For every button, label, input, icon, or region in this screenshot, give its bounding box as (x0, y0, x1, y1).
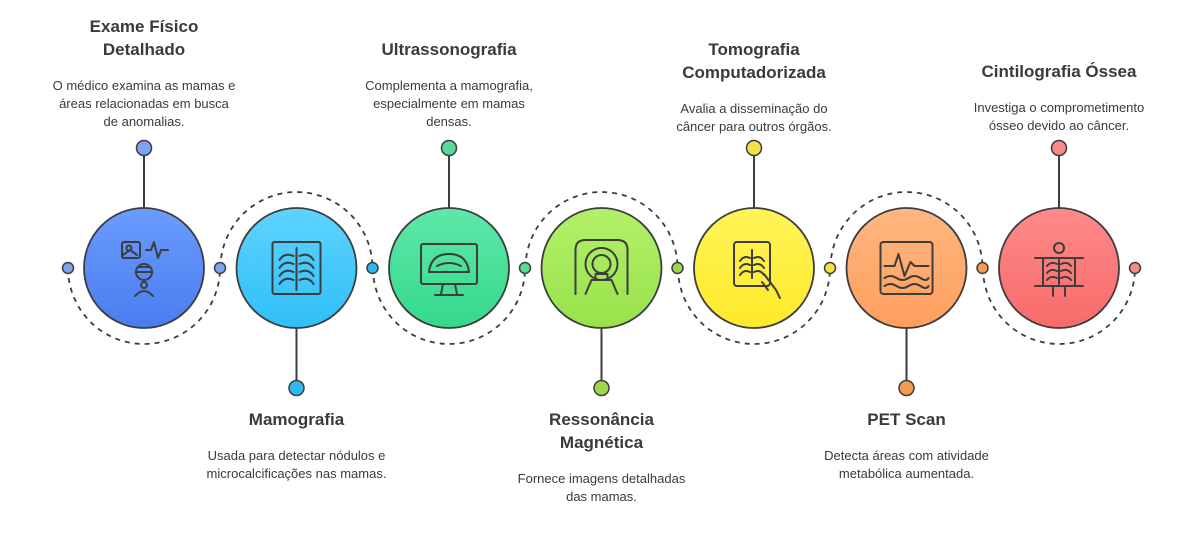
connector-joint-dot (61, 261, 75, 275)
step-end-dot (745, 139, 763, 157)
step-description-line: ósseo devido ao câncer. (988, 118, 1130, 133)
step-circle[interactable] (845, 207, 968, 329)
step-description: Investiga o comprometimento ósseo devido … (939, 99, 1179, 135)
dashed-connector-arc (219, 191, 374, 269)
step-description-line: Complementa a mamografia, (365, 78, 533, 93)
connector-joint-dot (671, 261, 684, 275)
step-end-dot (135, 139, 153, 157)
dashed-connector-arc (372, 267, 526, 345)
connector-joint-dot (976, 261, 989, 275)
step-description: O médico examina as mamas e áreas relacio… (24, 77, 264, 131)
step-description-line: microcalcificações nas mamas. (206, 466, 387, 481)
connector-joint-dot (366, 261, 379, 275)
step-description-line: metabólica aumentada. (838, 466, 975, 481)
step-description-line: Avalia a disseminação do (680, 101, 828, 116)
step-description: Avalia a disseminação do câncer para outr… (634, 100, 874, 136)
dashed-connector-arc (982, 267, 1136, 345)
step-description-line: áreas relacionadas em busca (59, 96, 229, 111)
step-circle[interactable] (388, 207, 510, 329)
step-title-line: Ultrassonografia (381, 40, 517, 59)
step-title-line: Magnética (559, 433, 644, 452)
connector-joint-dot (823, 261, 837, 275)
step-description: Usada para detectar nódulos e microcalcif… (177, 447, 417, 483)
bone-scan-icon (1034, 242, 1084, 297)
connector-joint-dot (1128, 261, 1142, 275)
step-title: Ultrassonografia (329, 38, 569, 61)
physical-exam-icon (121, 241, 169, 297)
step-end-dot (440, 139, 458, 157)
step-title: PET Scan (787, 408, 1027, 431)
connector-joint-dot (213, 261, 227, 275)
dashed-connector-arc (677, 267, 831, 345)
dashed-connector-arc (67, 267, 221, 345)
step-title-line: Mamografia (248, 410, 345, 429)
step-end-dot (593, 379, 610, 397)
dashed-connector-arc (524, 191, 679, 269)
step-title-line: Computadorizada (682, 63, 826, 82)
step-title: Mamografia (177, 408, 417, 431)
mri-scanner-icon (574, 239, 629, 295)
step-end-dot (1050, 139, 1068, 157)
step-end-dot (898, 379, 915, 397)
ultrasound-monitor-icon (420, 243, 478, 296)
step-description-line: Fornece imagens detalhadas (517, 471, 686, 486)
ct-scan-hand-icon (733, 241, 781, 299)
connector-joint-dot (518, 261, 532, 275)
step-description-line: de anomalias. (103, 114, 185, 129)
step-description: Fornece imagens detalhadas das mamas. (482, 470, 722, 506)
step-title-line: Detalhado (102, 40, 186, 59)
step-title-line: Cintilografia Óssea (981, 62, 1137, 81)
step-description-line: O médico examina as mamas e (52, 78, 236, 93)
step-description-line: das mamas. (566, 489, 637, 504)
step-description-line: câncer para outros órgãos. (676, 119, 832, 134)
pet-scan-monitor-icon (879, 241, 934, 295)
step-description-line: Detecta áreas com atividade (824, 448, 989, 463)
step-title-line: Exame Físico (89, 17, 199, 36)
step-title: Cintilografia Óssea (939, 60, 1179, 83)
step-description-line: Investiga o comprometimento (973, 100, 1145, 115)
step-title-line: Ressonância (549, 410, 654, 429)
step-description-line: especialmente em mamas (373, 96, 525, 111)
step-title-line: PET Scan (867, 410, 946, 429)
step-circle[interactable] (693, 207, 815, 329)
step-circle[interactable] (540, 207, 663, 329)
step-end-dot (288, 379, 305, 397)
xray-chest-icon (271, 241, 322, 295)
step-description: Detecta áreas com atividade metabólica au… (787, 447, 1027, 483)
step-description-line: densas. (426, 114, 472, 129)
dashed-connector-arc (829, 191, 984, 269)
step-description: Complementa a mamografia, especialmente e… (329, 77, 569, 131)
step-description-line: Usada para detectar nódulos e (207, 448, 386, 463)
step-title-line: Tomografia (708, 40, 800, 59)
